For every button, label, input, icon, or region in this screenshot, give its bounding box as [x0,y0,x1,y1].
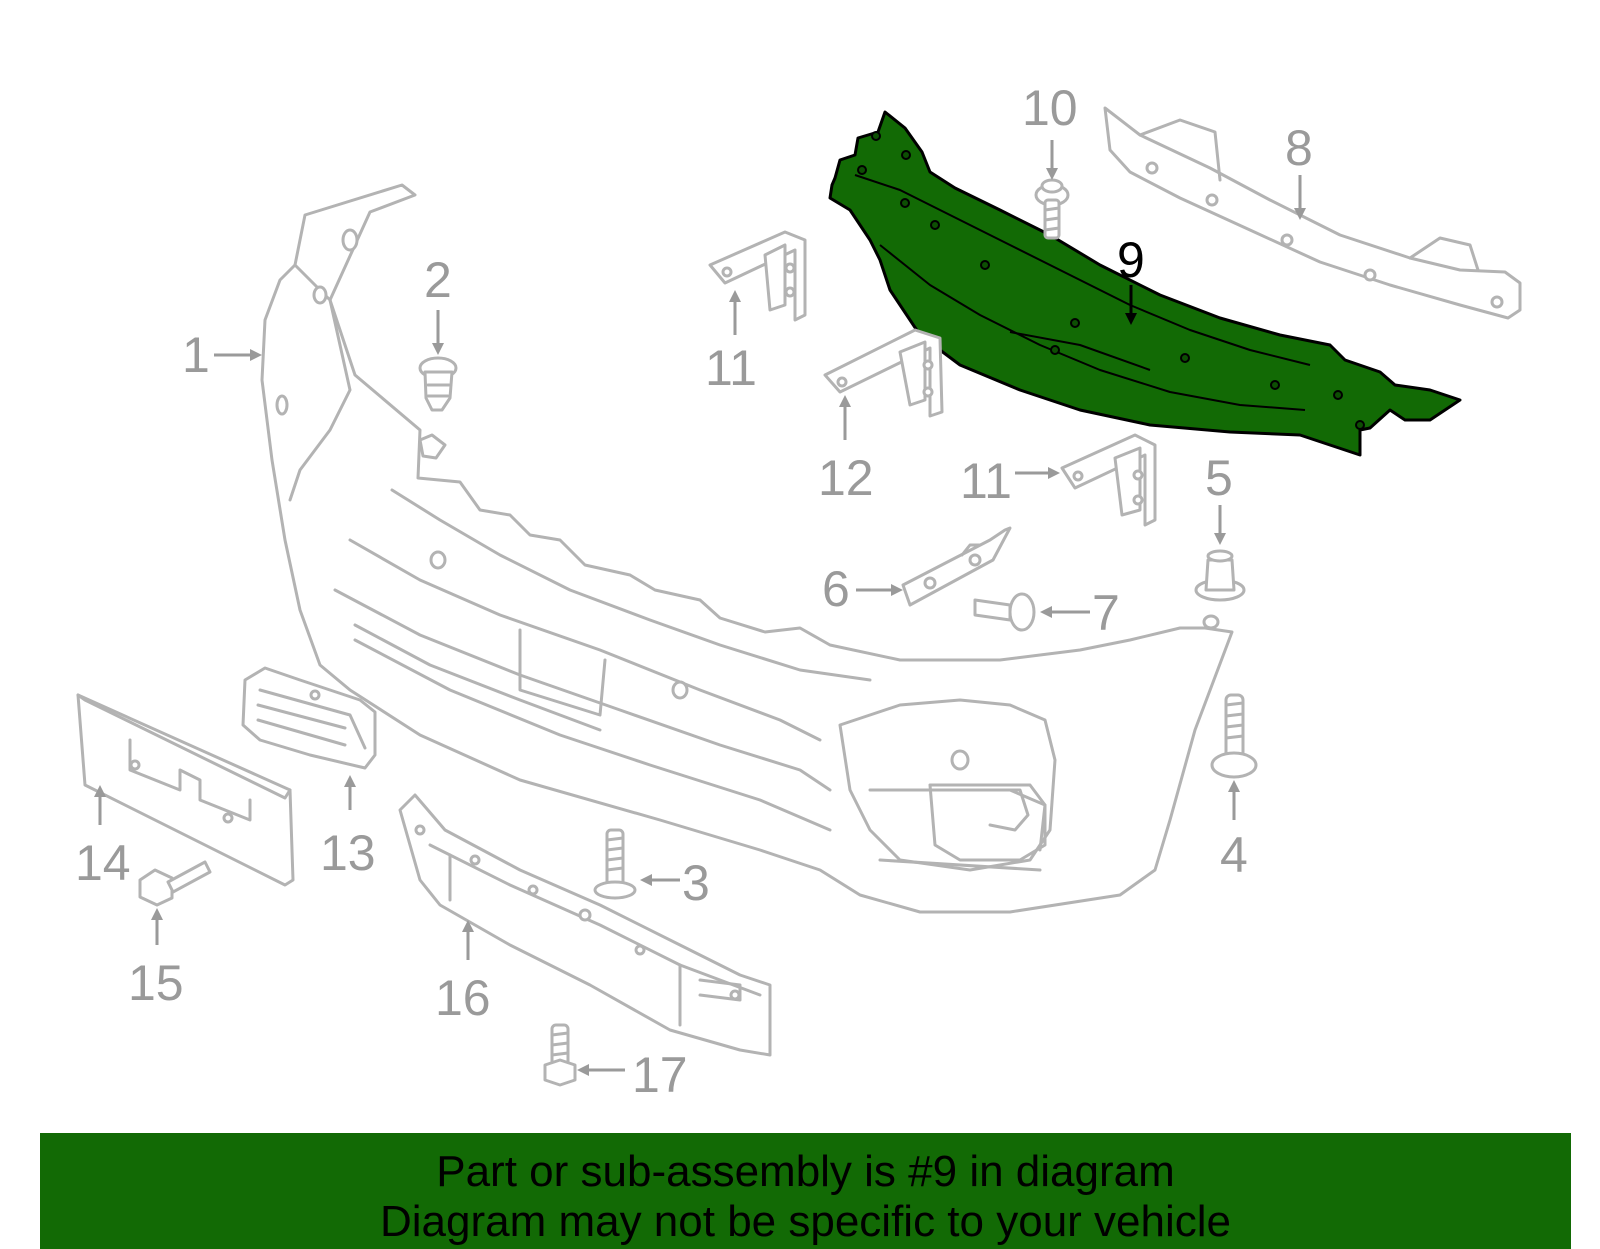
banner-line-disclaimer: Diagram may not be specific to your vehi… [379,1197,1232,1246]
leader-arrows [94,140,1306,1076]
callout-5[interactable]: 5 [1205,450,1233,506]
callout-11-lower[interactable]: 11 [960,453,1012,509]
part-17-bolt[interactable] [543,1023,577,1087]
part-14-license-bracket[interactable] [76,693,295,887]
part-5-nut[interactable] [1194,549,1246,602]
callout-10[interactable]: 10 [1022,80,1078,136]
banner-line-part-info: Part or sub-assembly is #9 in diagram [436,1147,1175,1196]
callout-12[interactable]: 12 [818,450,874,506]
callout-9[interactable]: 9 [1117,232,1145,288]
callout-6[interactable]: 6 [822,561,850,617]
part-12-bracket[interactable] [823,328,944,418]
callout-2[interactable]: 2 [424,252,452,308]
part-3-bolt[interactable] [593,828,637,900]
part-11-bracket-lower[interactable] [1060,433,1157,527]
callout-16[interactable]: 16 [435,970,491,1026]
part-10-clip[interactable] [1034,178,1070,240]
part-15-bolt[interactable] [138,860,212,907]
info-banner: Part or sub-assembly is #9 in diagram Di… [40,1133,1571,1249]
callout-13[interactable]: 13 [320,825,376,881]
callout-3[interactable]: 3 [682,855,710,911]
part-8-reinforcement[interactable] [1103,106,1522,320]
part-7-bolt[interactable] [973,592,1036,632]
part-4-bolt[interactable] [1210,693,1258,779]
callout-8[interactable]: 8 [1285,120,1313,176]
callout-11-upper[interactable]: 11 [705,340,757,396]
callout-labels: 1 2 3 4 5 6 7 8 9 10 11 11 12 13 14 15 1… [75,80,1313,1103]
part-13-lamp-bracket[interactable] [241,666,377,770]
part-11-bracket-upper[interactable] [708,230,807,322]
callout-15[interactable]: 15 [128,955,184,1011]
callout-7[interactable]: 7 [1092,585,1120,641]
callout-14[interactable]: 14 [75,835,131,891]
part-2-push-clip[interactable] [418,356,458,412]
callout-17[interactable]: 17 [632,1047,688,1103]
callout-4[interactable]: 4 [1220,827,1248,883]
part-16-lower-bracket[interactable] [398,793,772,1057]
callout-1[interactable]: 1 [182,327,210,383]
part-1-bumper-cover[interactable] [260,183,1234,914]
part-6-bracket[interactable] [901,526,1012,607]
